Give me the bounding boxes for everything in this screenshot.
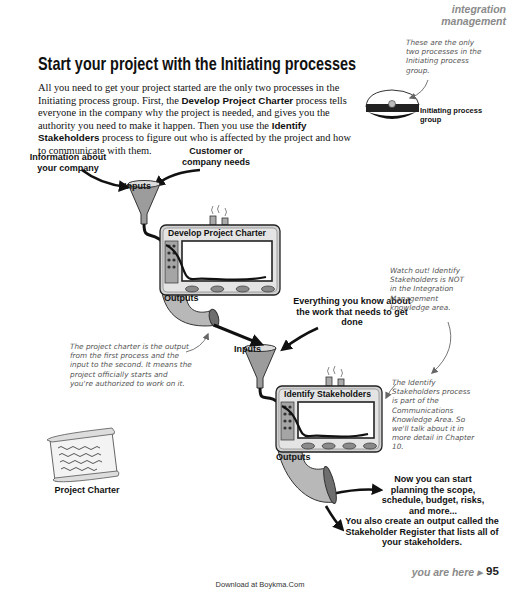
machine-chimney — [338, 379, 344, 386]
footer-text: you are here ▸ — [396, 566, 482, 578]
panel-button — [167, 258, 170, 261]
machine-knob — [302, 443, 315, 449]
project-charter-scroll — [60, 461, 102, 464]
port-label: Inputs — [234, 344, 261, 354]
machine-outline — [118, 180, 286, 325]
handwritten-note: These are the only two processes in the … — [406, 38, 486, 75]
project-charter-scroll — [58, 447, 102, 471]
pipe-mouth — [207, 308, 220, 328]
screen-wire — [166, 245, 266, 280]
panel-button — [172, 258, 175, 261]
port-label: Outputs — [164, 293, 199, 303]
running-header: integration management — [396, 3, 506, 27]
input-label: Customer or company needs — [176, 146, 256, 167]
machine-knob — [211, 286, 224, 292]
captain-hat — [368, 112, 416, 119]
process-machine: InputsDevelop Project CharterOutputs — [118, 180, 286, 325]
flow-arrow — [214, 325, 261, 344]
output-label: Now you can start planning the scope, sc… — [378, 474, 488, 516]
panel-button — [283, 419, 286, 422]
panel-button — [288, 426, 291, 429]
machine-chimney — [222, 218, 228, 225]
machine-knob — [236, 286, 249, 292]
panel-button — [167, 251, 170, 254]
project-charter-scroll — [58, 447, 100, 450]
panel-button — [288, 405, 291, 408]
machine-knob — [364, 443, 377, 449]
icon-caption: Initiating process group — [420, 106, 486, 124]
watermark: Download at Boykma.Com — [196, 580, 324, 589]
machine-screen — [298, 402, 374, 438]
panel-button — [172, 265, 175, 268]
process-machine: InputsIdentify StakeholdersOutputs — [232, 344, 390, 516]
steam — [328, 366, 343, 377]
project-charter-scroll — [53, 471, 119, 482]
panel-button — [167, 265, 170, 268]
leader-arrows — [156, 170, 200, 185]
port-label: Outputs — [276, 452, 311, 462]
project-charter-scroll — [47, 428, 115, 442]
process-name: Develop Project Charter — [168, 228, 266, 238]
output-label: You also create an output called the Sta… — [336, 516, 508, 548]
steam — [212, 205, 227, 216]
panel-button — [283, 426, 286, 429]
input-funnel — [244, 348, 276, 388]
machine-chimney — [326, 377, 332, 386]
panel-button — [288, 419, 291, 422]
handwritten-note: The Identify Stakeholders process is par… — [392, 378, 478, 452]
project-charter-scroll — [61, 468, 97, 471]
handwritten-note: Watch out! Identify Stakeholders is NOT … — [390, 266, 472, 312]
project-charter-scroll — [59, 454, 101, 457]
panel-button — [283, 412, 286, 415]
captain-hat — [389, 101, 396, 108]
process-name: Identify Stakeholders — [284, 389, 371, 399]
leader-arrows — [332, 490, 380, 495]
machine-chimney — [210, 216, 216, 225]
screen-wire — [282, 406, 368, 437]
handwritten-note: The project charter is the output from t… — [70, 342, 192, 388]
note-arrows — [186, 334, 208, 352]
captain-hat — [366, 90, 419, 119]
note-arrows — [410, 80, 428, 98]
machine-screen — [182, 241, 272, 281]
pipe-mouth — [321, 465, 339, 504]
note-arrows — [432, 322, 451, 373]
machine-body — [160, 225, 280, 295]
machine-knob — [322, 443, 335, 449]
machine-frame — [163, 228, 277, 292]
leader-arrows — [283, 328, 318, 349]
process-name: Develop Project Charter — [182, 95, 294, 106]
machine-body — [276, 386, 382, 452]
output-pipe — [162, 293, 218, 326]
illustration-caption: Project Charter — [46, 485, 128, 496]
leader-arrows — [82, 170, 127, 187]
machine-knob — [343, 443, 356, 449]
port-label: Inputs — [124, 181, 151, 191]
page-title: Start your project with the Initiating p… — [38, 53, 356, 75]
machine-knob — [262, 286, 275, 292]
project-charter-scroll — [47, 428, 119, 482]
machine-outline — [232, 344, 390, 516]
machine-frame — [279, 389, 379, 449]
machine-knob — [186, 286, 199, 292]
page-number: 95 — [486, 565, 512, 577]
panel-button — [172, 244, 175, 247]
leader-arrows — [326, 506, 342, 529]
body-paragraph: All you need to get your project started… — [38, 82, 358, 158]
